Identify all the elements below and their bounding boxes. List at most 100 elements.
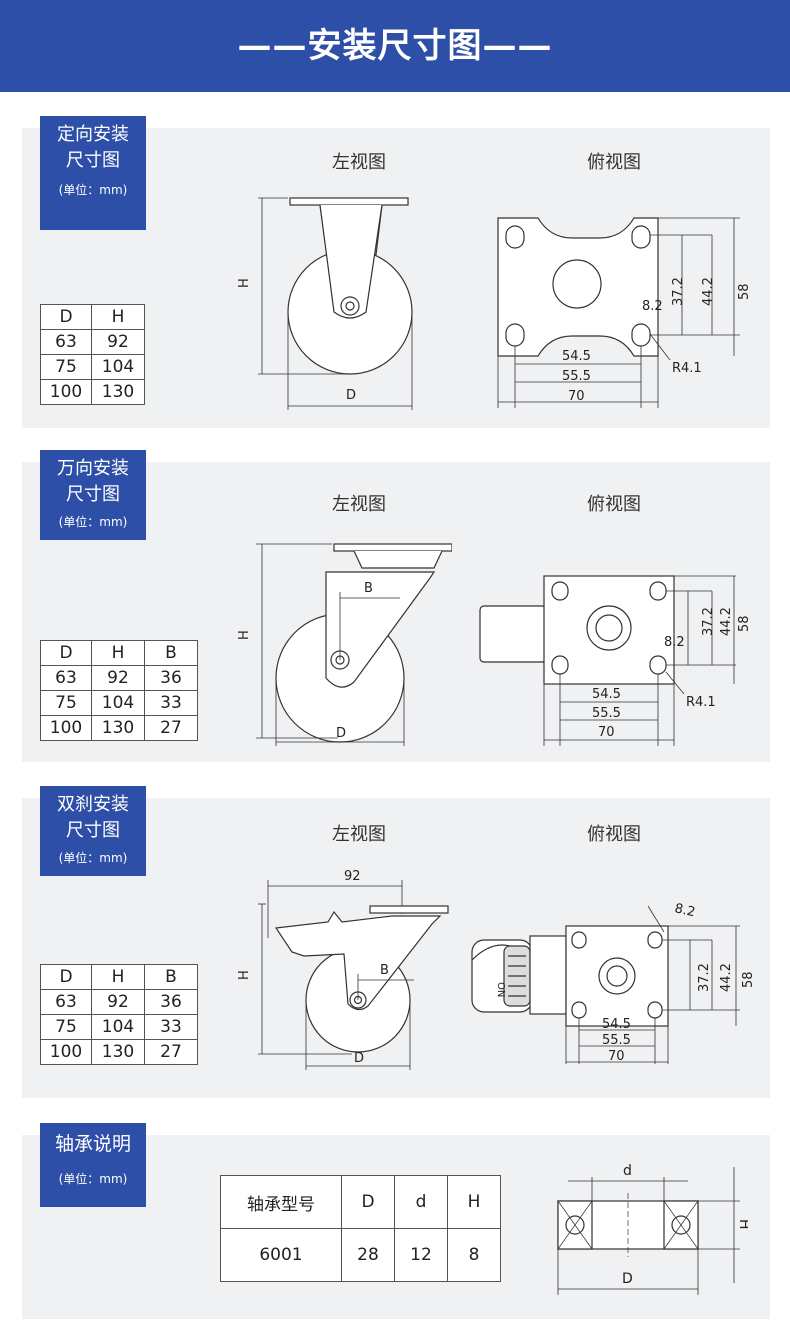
tag-subtitle: 尺寸图 [66, 150, 120, 171]
table-cell: 104 [91, 354, 145, 380]
table-header: H [91, 640, 145, 666]
panel-brake: 双刹安装 尺寸图 (单位：mm) 左视图 俯视图 D H B 63 92 36 … [22, 786, 770, 1098]
table-row: 63 92 36 [40, 665, 198, 691]
top-view-label: 俯视图 [587, 152, 641, 173]
dim-44-2: 44.2 [719, 607, 734, 636]
fixed-top-view-drawing: 54.5 55.5 70 37.2 44.2 58 8.2 R4.1 [497, 217, 752, 408]
page-title: ——安装尺寸图—— [237, 26, 553, 66]
top-view-label: 俯视图 [587, 494, 641, 515]
panel-bearing: 轴承说明 (单位：mm) 轴承型号 D d H 6001 28 12 8 [22, 1123, 770, 1319]
table-header-row: D H [40, 304, 145, 330]
table-header-row: D H B [40, 640, 198, 666]
dim-h: H [237, 970, 252, 980]
dim-44-2: 44.2 [701, 277, 716, 306]
table-cell: 75 [40, 690, 92, 716]
table-cell: 75 [40, 354, 92, 380]
table-cell: 100 [40, 1039, 92, 1065]
swivel-top-view-drawing: 54.5 55.5 70 37.2 44.2 58 8.2 R4.1 [479, 575, 752, 746]
top-view-label: 俯视图 [587, 824, 641, 845]
dim-8-2: 8.2 [642, 299, 663, 314]
dim-b: B [364, 581, 373, 596]
dimension-table: D H 63 92 75 104 100 130 [40, 304, 145, 405]
table-cell: 28 [341, 1228, 395, 1282]
tag-subtitle: 尺寸图 [66, 484, 120, 505]
table-header: B [144, 964, 198, 990]
table-header-row: 轴承型号 D d H [220, 1175, 501, 1229]
dim-h: H [237, 630, 252, 640]
table-row: 100 130 27 [40, 1039, 198, 1065]
dim-54-5: 54.5 [592, 687, 621, 702]
table-cell: 6001 [220, 1228, 342, 1282]
table-header-row: D H B [40, 964, 198, 990]
brake-side-view-drawing: 92 H B D [237, 869, 449, 1070]
section-tag-fixed: 定向安装 尺寸图 (单位：mm) [40, 116, 146, 230]
table-cell: 130 [91, 379, 145, 405]
section-tag-swivel: 万向安装 尺寸图 (单位：mm) [40, 450, 146, 540]
table-cell: 104 [91, 1014, 145, 1040]
table-header: D [40, 640, 92, 666]
dim-92: 92 [344, 869, 361, 884]
table-cell: 8 [447, 1228, 501, 1282]
dim-r4-1: R4.1 [686, 695, 716, 710]
tag-subtitle: 尺寸图 [66, 820, 120, 841]
table-cell: 36 [144, 989, 198, 1015]
dim-b: B [380, 963, 389, 978]
table-header: 轴承型号 [220, 1175, 342, 1229]
dim-d-small: d [623, 1163, 632, 1179]
bearing-drawing: d H D [557, 1163, 748, 1295]
dim-8-2: 8.2 [673, 901, 696, 920]
table-header: d [394, 1175, 448, 1229]
brake-top-view-drawing: ON 8.2 54.5 55.5 70 37.2 44.2 58 [471, 901, 756, 1064]
dim-55-5: 55.5 [592, 706, 621, 721]
tag-title: 定向安装 [57, 124, 129, 145]
dim-55-5: 55.5 [562, 369, 591, 384]
table-row: 75 104 33 [40, 1014, 198, 1040]
tag-unit: (单位：mm) [58, 851, 128, 865]
dim-37-2: 37.2 [701, 607, 716, 636]
table-cell: 92 [91, 329, 145, 355]
dim-d: D [346, 388, 356, 403]
fixed-side-view-drawing: H D [237, 197, 413, 410]
dim-54-5: 54.5 [562, 349, 591, 364]
dim-70: 70 [598, 725, 615, 740]
table-cell: 92 [91, 665, 145, 691]
tag-unit: (单位：mm) [58, 183, 128, 197]
tag-unit: (单位：mm) [58, 1172, 128, 1186]
section-tag-bearing: 轴承说明 (单位：mm) [40, 1123, 146, 1207]
dim-58: 58 [741, 971, 756, 988]
tag-title: 双刹安装 [57, 794, 129, 815]
table-cell: 100 [40, 715, 92, 741]
table-row: 63 92 [40, 329, 145, 355]
dim-37-2: 37.2 [697, 963, 712, 992]
table-cell: 130 [91, 1039, 145, 1065]
table-cell: 27 [144, 1039, 198, 1065]
dim-58: 58 [737, 615, 752, 632]
table-row: 6001 28 12 8 [220, 1228, 501, 1282]
dim-54-5: 54.5 [602, 1017, 631, 1032]
table-cell: 27 [144, 715, 198, 741]
dim-d-big: D [622, 1271, 633, 1287]
dim-44-2: 44.2 [719, 963, 734, 992]
dim-d: D [336, 726, 346, 741]
table-cell: 36 [144, 665, 198, 691]
table-cell: 63 [40, 989, 92, 1015]
dim-h: H [736, 1219, 748, 1230]
table-cell: 104 [91, 690, 145, 716]
panel-swivel: 万向安装 尺寸图 (单位：mm) 左视图 俯视图 D H B 63 92 36 … [22, 450, 770, 762]
table-cell: 12 [394, 1228, 448, 1282]
table-cell: 130 [91, 715, 145, 741]
table-cell: 75 [40, 1014, 92, 1040]
swivel-side-view-drawing: H B D [237, 543, 452, 746]
dim-d: D [354, 1051, 364, 1066]
table-row: 100 130 [40, 379, 145, 405]
dim-70: 70 [608, 1049, 625, 1064]
table-row: 75 104 33 [40, 690, 198, 716]
dim-55-5: 55.5 [602, 1033, 631, 1048]
dim-8-2: 8.2 [664, 635, 685, 650]
dimension-table: D H B 63 92 36 75 104 33 100 130 27 [40, 964, 198, 1065]
table-cell: 33 [144, 1014, 198, 1040]
table-header: H [447, 1175, 501, 1229]
left-view-label: 左视图 [332, 494, 386, 515]
dim-37-2: 37.2 [671, 277, 686, 306]
dim-h: H [237, 278, 252, 288]
